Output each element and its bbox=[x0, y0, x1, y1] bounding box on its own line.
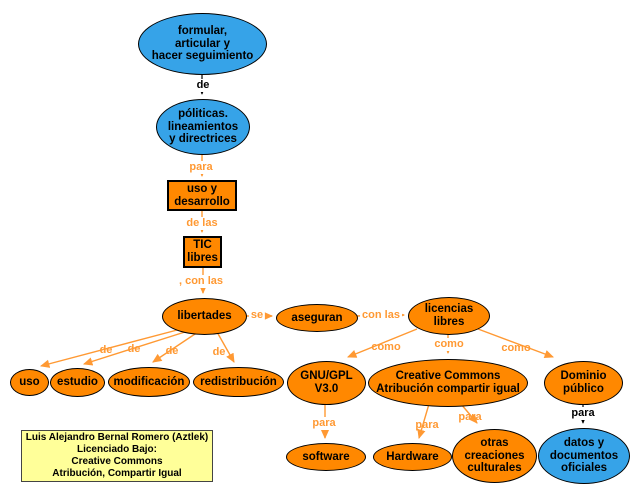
edge-label-de-redistribucion: de bbox=[212, 346, 226, 358]
node-libertades: libertades bbox=[162, 298, 247, 335]
node-datos-documentos: datos y documentos oficiales bbox=[538, 428, 630, 484]
edge-libertades-estudio bbox=[82, 330, 189, 366]
node-dominio-publico: Dominio público bbox=[544, 361, 623, 405]
node-creative-commons: Creative Commons Atribución compartir ig… bbox=[368, 359, 528, 407]
edge-libertades-modificacion bbox=[152, 331, 199, 363]
edge-label-como-cc: como bbox=[432, 338, 466, 351]
edge-label-para-usodesarrollo: para bbox=[187, 161, 215, 174]
edge-label-con-las-libertades: , con las bbox=[176, 275, 226, 288]
edge-label-de-estudio: de bbox=[127, 343, 141, 355]
node-software: software bbox=[286, 443, 366, 471]
node-aseguran: aseguran bbox=[276, 304, 358, 332]
node-estudio: estudio bbox=[50, 368, 105, 397]
edge-label-de-las-tic: de las bbox=[184, 217, 220, 230]
edge-cc-otras bbox=[460, 403, 478, 424]
credit-license-name: Creative Commons bbox=[71, 456, 163, 467]
edge-label-de-modificacion: de bbox=[165, 345, 179, 357]
edge-label-como-dominio: como bbox=[501, 342, 531, 354]
node-redistribucion: redistribución bbox=[193, 367, 284, 397]
edge-label-de-uso: de bbox=[99, 344, 113, 356]
edge-label-para-software: para bbox=[310, 417, 338, 430]
edge-licencias-gnu bbox=[347, 328, 418, 358]
node-modificacion: modificación bbox=[108, 367, 190, 397]
credit-box: Luis Alejandro Bernal Romero (Aztlek) Li… bbox=[21, 430, 213, 482]
node-gnu-gpl: GNU/GPL V3.0 bbox=[287, 361, 366, 405]
edge-label-como-gnu: como bbox=[371, 341, 401, 353]
edge-label-para-otras: para bbox=[458, 411, 482, 423]
node-tic-libres: TIC libres bbox=[183, 236, 222, 268]
edge-libertades-redistribucion bbox=[216, 331, 235, 363]
node-uso: uso bbox=[10, 369, 49, 396]
edge-label-para-hardware: para bbox=[415, 419, 439, 431]
edge-cc-hardware bbox=[417, 403, 430, 440]
node-formular: formular, articular y hacer seguimiento bbox=[138, 13, 267, 75]
node-licencias-libres: licencias libres bbox=[408, 297, 490, 335]
node-hardware: Hardware bbox=[373, 443, 452, 471]
edge-label-se: se bbox=[248, 309, 266, 322]
edge-libertades-uso bbox=[39, 328, 182, 368]
edge-licencias-dominio bbox=[477, 328, 554, 358]
node-otras-creaciones: otras creaciones culturales bbox=[452, 429, 537, 483]
edge-label-para-datos: para bbox=[569, 407, 597, 420]
edge-label-con-las-licencias: con las bbox=[360, 309, 402, 322]
credit-author: Luis Alejandro Bernal Romero (Aztlek) bbox=[25, 432, 209, 443]
credit-license-terms: Atribución, Compartir Igual bbox=[52, 468, 182, 479]
node-uso-desarrollo: uso y desarrollo bbox=[167, 180, 237, 211]
edge-label-de-politicas: de bbox=[194, 79, 212, 92]
node-politicas: póliticas. lineamientos y directrices bbox=[156, 99, 250, 155]
credit-license-intro: Licenciado Bajo: bbox=[76, 444, 157, 455]
